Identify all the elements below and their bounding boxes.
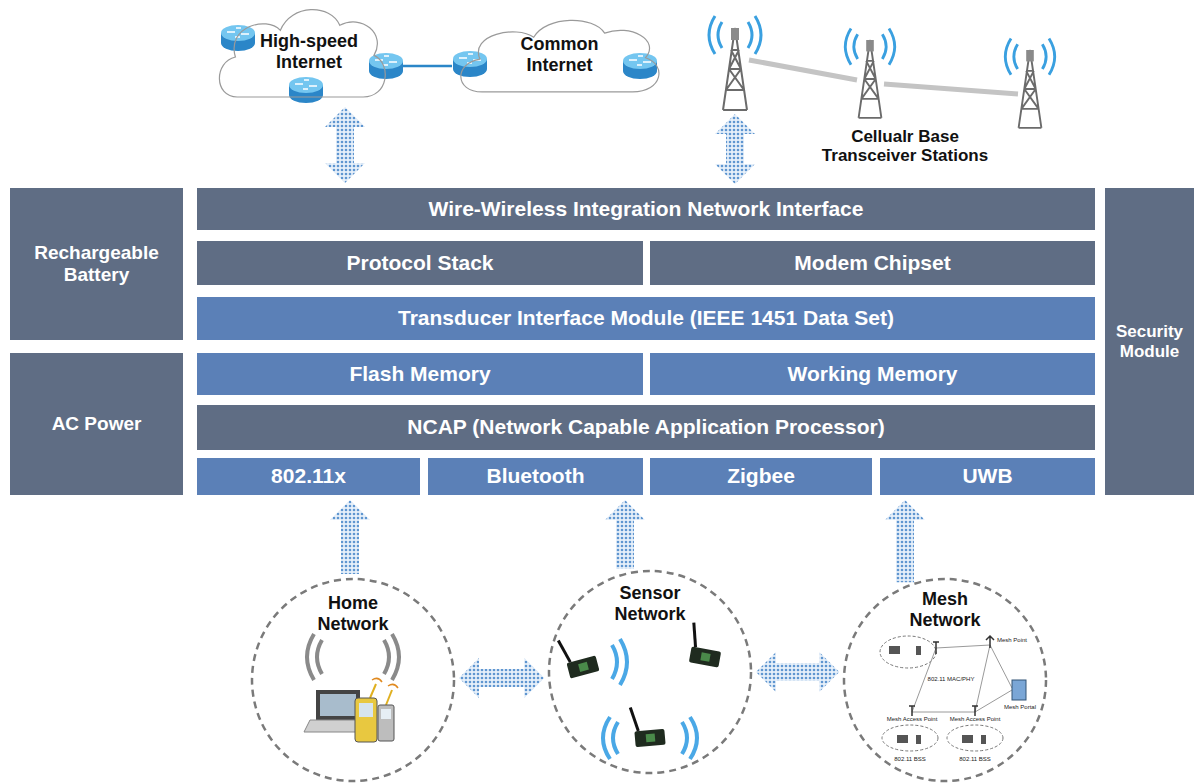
- side-box: AC Power: [10, 353, 183, 495]
- node-text: Zigbee: [727, 464, 795, 488]
- node-text: 802.11x: [271, 464, 346, 488]
- node-text: Bluetooth: [487, 464, 585, 488]
- mesh-label: Mesh Point: [997, 637, 1027, 644]
- cloud-node: High-speed Internet: [212, 2, 392, 102]
- dotted-arrow: [459, 658, 544, 698]
- dotted-arrow: [605, 500, 645, 569]
- mesh-label: 802.11 MAC/PHY: [928, 676, 975, 683]
- dotted-arrow: [756, 652, 839, 692]
- node-text: Flash Memory: [349, 362, 490, 386]
- node-text: Working Memory: [788, 362, 958, 386]
- dotted-arrow: [715, 114, 755, 184]
- layer-band: Working Memory: [650, 353, 1095, 395]
- side-box: Security Module: [1105, 188, 1194, 495]
- node-text: Home Network: [303, 593, 403, 634]
- network-circle: Sensor Network: [547, 569, 753, 775]
- mesh-label: Mesh Portal: [1004, 704, 1036, 711]
- mesh-label: 802.11 BSS: [959, 756, 991, 763]
- node-text: UWB: [962, 464, 1012, 488]
- layer-band: Protocol Stack: [197, 241, 643, 285]
- layer-band: Flash Memory: [197, 353, 643, 395]
- node-text: NCAP (Network Capable Application Proces…: [407, 415, 884, 439]
- radio-box: Bluetooth: [428, 458, 643, 495]
- radio-box: 802.11x: [197, 458, 420, 495]
- dotted-arrow: [325, 107, 365, 183]
- radio-box: UWB: [880, 458, 1095, 495]
- side-box: Rechargeable Battery: [10, 188, 183, 340]
- node-text: Protocol Stack: [346, 251, 493, 275]
- mesh-label: Mesh Access Point: [950, 716, 1001, 723]
- node-text: Transducer Interface Module (IEEE 1451 D…: [398, 306, 894, 330]
- node-text: AC Power: [52, 413, 142, 435]
- home-devices: [304, 634, 399, 742]
- node-text: Sensor Network: [600, 583, 700, 624]
- cell-towers: [709, 16, 1055, 128]
- layer-band: Wire-Wireless Integration Network Interf…: [197, 188, 1095, 230]
- node-text: Wire-Wireless Integration Network Interf…: [429, 197, 864, 221]
- tower-label: Cellualr Base Transceiver Stations: [810, 128, 1000, 165]
- layer-band: Transducer Interface Module (IEEE 1451 D…: [197, 297, 1095, 340]
- network-circle: Home Network: [250, 577, 456, 783]
- cloud-node: Common Internet: [452, 14, 667, 96]
- mesh-label: Mesh Access Point: [887, 716, 938, 723]
- mesh-label: 802.11 BSS: [894, 756, 926, 763]
- layer-band: NCAP (Network Capable Application Proces…: [197, 405, 1095, 450]
- mesh-sketch: [880, 636, 1026, 751]
- dotted-arrow: [885, 500, 925, 582]
- node-text: Rechargeable Battery: [17, 242, 177, 286]
- node-text: Security Module: [1110, 322, 1190, 361]
- node-text: Mesh Network: [895, 589, 995, 630]
- node-text: Common Internet: [505, 34, 615, 75]
- sensor-boards: [558, 623, 725, 759]
- layer-band: Modem Chipset: [650, 241, 1095, 285]
- radio-box: Zigbee: [650, 458, 872, 495]
- dotted-arrow: [330, 500, 370, 574]
- node-text: High-speed Internet: [254, 31, 364, 72]
- node-text: Modem Chipset: [794, 251, 950, 275]
